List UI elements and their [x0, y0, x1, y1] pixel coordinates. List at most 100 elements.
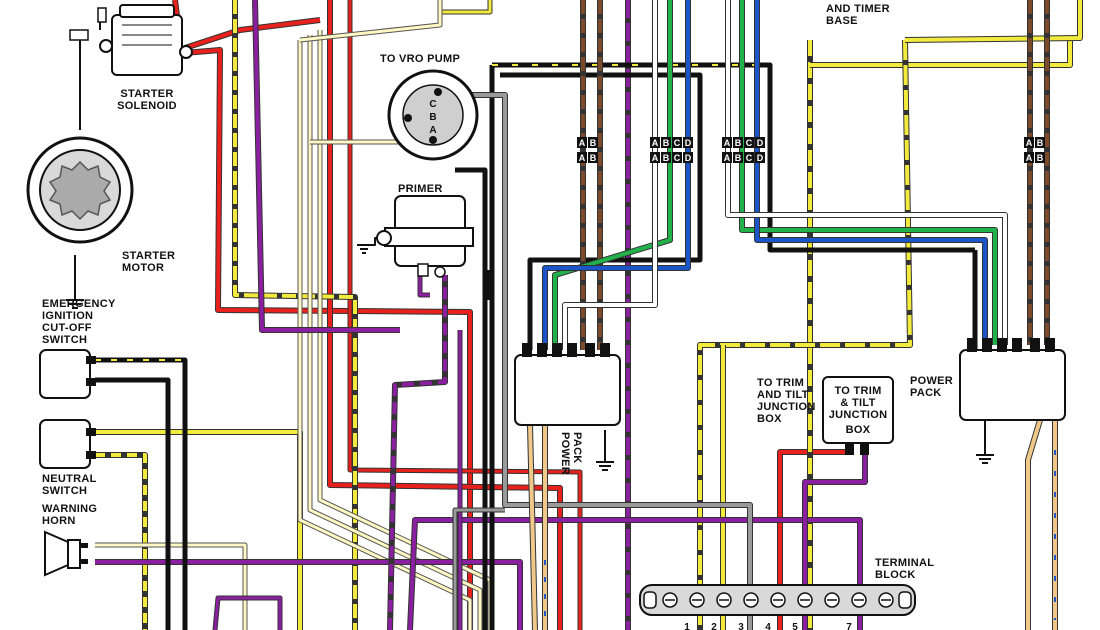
tan-wire: [527, 419, 1058, 630]
starter-solenoid-label: SOLENOID: [117, 100, 177, 112]
warning-horn: WARNING HORN: [42, 503, 97, 577]
vro-pin-c: C: [429, 99, 436, 110]
emergency-cutoff-label: IGNITION: [42, 310, 93, 322]
connector-pin-letter: B: [735, 153, 742, 163]
green-wire: [552, 0, 998, 350]
to-trim-label: BOX: [757, 413, 782, 425]
vro-pin-a: A: [429, 125, 436, 136]
terminal-number: 1: [684, 622, 690, 630]
starter-gear-icon: [48, 160, 112, 221]
connector-pin: [661, 152, 671, 163]
connector-pin-letter: B: [663, 138, 670, 148]
connector-pin: [683, 152, 693, 163]
ground-symbols: [66, 244, 994, 471]
power-pack-right: POWER PACK: [910, 338, 1066, 421]
warning-horn-label: WARNING: [42, 503, 97, 515]
brown-wire: [580, 0, 1050, 350]
connector-pin: [722, 137, 732, 148]
connector-pin: [744, 152, 754, 163]
connector-pin: [577, 137, 587, 148]
connector-pin: [755, 137, 765, 148]
connector-pin-letter: A: [579, 153, 586, 163]
timer-base-label-line: BASE: [826, 15, 858, 27]
connector-pin: [722, 152, 732, 163]
wire-harness: [74, 0, 1083, 630]
power-pack-right-label: POWER: [910, 375, 953, 387]
connector-pin: [588, 137, 598, 148]
terminal-number: 2: [711, 622, 717, 630]
emergency-cutoff-label: SWITCH: [42, 334, 87, 346]
purple-wire: [95, 0, 868, 630]
connector-pin-letter: A: [652, 138, 659, 148]
starter-motor: STARTER MOTOR: [26, 136, 175, 274]
connector-pin-letter: A: [1026, 153, 1033, 163]
neutral-switch-label: NEUTRAL: [42, 473, 97, 485]
connector-pin-letter: A: [652, 153, 659, 163]
power-pack-left-label: POWER: [559, 432, 571, 475]
yellow-wire: [95, 0, 1083, 630]
connector-pin: [588, 152, 598, 163]
connector-pin: [733, 152, 743, 163]
terminal-block: TERMINAL BLOCK 1 2 3 4 5 7: [639, 557, 934, 630]
terminal-block-label: TERMINAL: [875, 557, 934, 569]
connector-pin-letter: C: [674, 153, 681, 163]
connector-pin-letter: A: [579, 138, 586, 148]
warning-horn-label: HORN: [42, 515, 76, 527]
ground-icon: [596, 461, 614, 471]
connector-pin: [577, 152, 587, 163]
power-pack-right-label: PACK: [910, 387, 942, 399]
power-pack-left-label: PACK: [571, 432, 583, 464]
ground-icon: [976, 454, 994, 464]
neutral-switch-label: SWITCH: [42, 485, 87, 497]
horn-icon: [44, 530, 69, 577]
junction-box-label: & TILT: [840, 397, 875, 409]
connector-pin-letter: A: [724, 138, 731, 148]
terminal-number: 3: [738, 622, 744, 630]
vro-pin-b: B: [429, 112, 436, 123]
connector-pin-letter: B: [663, 153, 670, 163]
neutral-switch: NEUTRAL SWITCH: [39, 419, 97, 497]
connector-pin-letter: B: [1037, 138, 1044, 148]
connector-pin: [755, 152, 765, 163]
starter-solenoid: STARTER SOLENOID: [99, 4, 193, 112]
junction-box-label: JUNCTION: [829, 409, 888, 421]
timer-base-label-line: AND TIMER: [826, 3, 890, 15]
trim-tilt-junction-box: TO TRIM AND TILT JUNCTION BOX TO TRIM & …: [757, 376, 894, 455]
connector-pin-letter: B: [735, 138, 742, 148]
connector-pin-letter: C: [746, 153, 753, 163]
connector-pin: [1024, 137, 1034, 148]
timer-base-label: AND TIMER BASE: [826, 3, 890, 27]
emergency-cutoff-label: CUT-OFF: [42, 322, 92, 334]
connector-pin-letter: D: [685, 153, 692, 163]
connector-pin: [672, 137, 682, 148]
connector-pin: [1024, 152, 1034, 163]
connector-pin-letter: B: [590, 153, 597, 163]
connector-pin: [733, 137, 743, 148]
connector-pin-letter: A: [724, 153, 731, 163]
connector-pin-letter: B: [1037, 153, 1044, 163]
vro-pump-label: TO VRO PUMP: [380, 53, 460, 65]
primer-solenoid: PRIMER: [376, 183, 474, 278]
gray-wire: [440, 92, 753, 630]
connector-pin: [744, 137, 754, 148]
connector-pin-letter: D: [757, 153, 764, 163]
ground-icon: [357, 244, 371, 254]
connector-pin-letter: C: [746, 138, 753, 148]
terminal-number: 5: [792, 622, 798, 630]
starter-solenoid-label: STARTER: [120, 88, 173, 100]
primer-label: PRIMER: [398, 183, 443, 195]
connector-pin-letter: D: [757, 138, 764, 148]
connector-pin: [650, 152, 660, 163]
power-pack-left: POWER PACK: [514, 343, 621, 475]
starter-motor-label: MOTOR: [122, 262, 164, 274]
connector-pin: [672, 152, 682, 163]
connector-pin: [661, 137, 671, 148]
emergency-cutoff-switch: EMERGENCY IGNITION CUT-OFF SWITCH: [39, 298, 116, 399]
to-trim-label: TO TRIM: [757, 377, 804, 389]
connector-pin-letter: D: [685, 138, 692, 148]
vro-pump: TO VRO PUMP A B C: [380, 53, 479, 161]
terminal-block-label: BLOCK: [875, 569, 916, 581]
blue-wire: [542, 0, 988, 350]
terminal-number: 7: [846, 622, 852, 630]
